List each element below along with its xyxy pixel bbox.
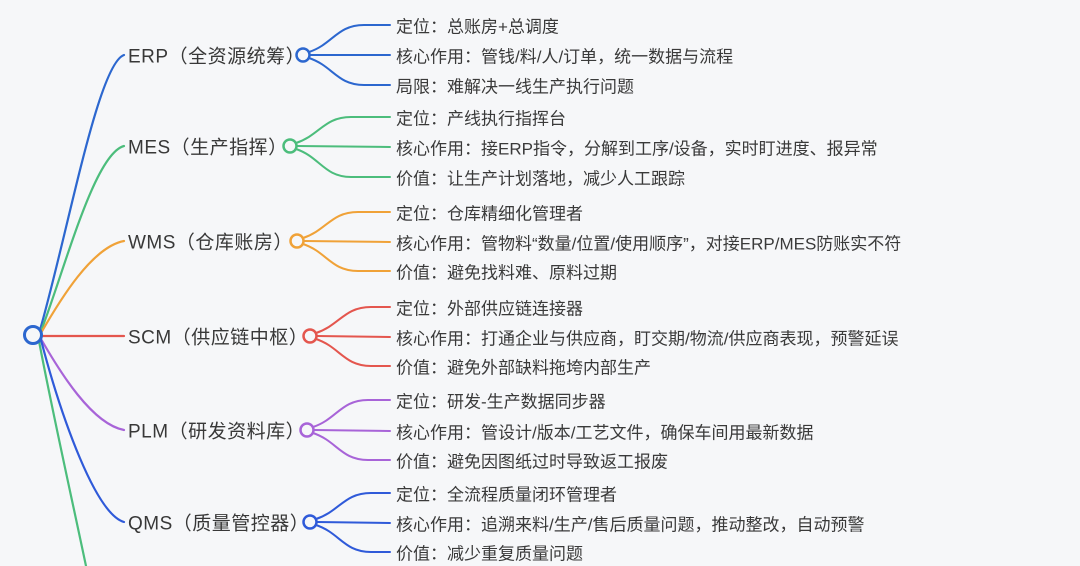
branch-label-plm[interactable]: PLM（研发资料库） bbox=[128, 421, 306, 443]
branch-label-mes[interactable]: MES（生产指挥） bbox=[128, 137, 288, 159]
leaf-text-mes-core-function[interactable]: 核心作用：接ERP指令，分解到工序/设备，实时盯进度、报异常 bbox=[396, 139, 878, 159]
leaf-link-scm-0 bbox=[315, 306, 391, 334]
leaf-link-wms-2 bbox=[302, 243, 391, 272]
branch-label-wms[interactable]: WMS（仓库账房） bbox=[128, 232, 293, 254]
branch-node-circle-scm[interactable] bbox=[302, 328, 318, 344]
branch-link-plm bbox=[39, 337, 126, 432]
leaf-text-scm-value[interactable]: 价值：避免外部缺料拖垮内部生产 bbox=[396, 358, 651, 378]
leaf-text-mes-value[interactable]: 价值：让生产计划落地，减少人工跟踪 bbox=[396, 169, 685, 189]
leaf-link-plm-1 bbox=[313, 429, 391, 432]
branch-link-qms bbox=[39, 338, 126, 524]
leaf-text-scm-core-function[interactable]: 核心作用：打通企业与供应商，盯交期/物流/供应商表现，预警延误 bbox=[396, 329, 899, 349]
leaf-link-scm-1 bbox=[316, 335, 391, 338]
leaf-link-mes-2 bbox=[295, 148, 391, 178]
leaf-text-plm-positioning[interactable]: 定位：研发-生产数据同步器 bbox=[396, 392, 606, 412]
leaf-text-qms-value[interactable]: 价值：减少重复质量问题 bbox=[396, 544, 583, 564]
leaf-link-wms-0 bbox=[302, 211, 391, 239]
leaf-text-wms-value[interactable]: 价值：避免找料难、原料过期 bbox=[396, 263, 617, 283]
leaf-text-erp-positioning[interactable]: 定位：总账房+总调度 bbox=[396, 17, 559, 37]
branch-link-offscreen bbox=[37, 339, 88, 566]
branch-link-mes bbox=[39, 144, 126, 333]
branch-label-scm[interactable]: SCM（供应链中枢） bbox=[128, 327, 309, 349]
leaf-text-scm-positioning[interactable]: 定位：外部供应链连接器 bbox=[396, 299, 583, 319]
branch-link-erp bbox=[38, 53, 126, 332]
leaf-link-mes-0 bbox=[295, 116, 391, 144]
leaf-text-wms-positioning[interactable]: 定位：仓库精细化管理者 bbox=[396, 204, 583, 224]
leaf-text-mes-positioning[interactable]: 定位：产线执行指挥台 bbox=[396, 109, 566, 129]
leaf-text-wms-core-function[interactable]: 核心作用：管物料“数量/位置/使用顺序”，对接ERP/MES防账实不符 bbox=[396, 234, 902, 254]
leaf-link-qms-1 bbox=[316, 521, 391, 524]
leaf-link-plm-0 bbox=[312, 399, 391, 428]
leaf-link-qms-0 bbox=[315, 492, 391, 520]
branch-link-wms bbox=[39, 239, 126, 335]
leaf-text-erp-core-function[interactable]: 核心作用：管钱/料/人/订单，统一数据与流程 bbox=[396, 47, 734, 67]
leaf-text-erp-limitation[interactable]: 局限：难解决一线生产执行问题 bbox=[396, 77, 634, 97]
leaf-text-qms-core-function[interactable]: 核心作用：追溯来料/生产/售后质量问题，推动整改，自动预警 bbox=[396, 515, 865, 535]
branch-node-circle-mes[interactable] bbox=[282, 138, 298, 154]
root-node-circle[interactable] bbox=[23, 325, 43, 345]
leaf-link-qms-2 bbox=[315, 524, 391, 553]
leaf-text-qms-positioning[interactable]: 定位：全流程质量闭环管理者 bbox=[396, 485, 617, 505]
branch-label-erp[interactable]: ERP（全资源统筹） bbox=[128, 46, 306, 68]
leaf-link-plm-2 bbox=[312, 432, 391, 461]
leaf-link-scm-2 bbox=[315, 338, 391, 367]
leaf-text-plm-value[interactable]: 价值：避免因图纸过时导致返工报废 bbox=[396, 452, 668, 472]
leaf-link-erp-0 bbox=[308, 24, 391, 53]
branch-node-circle-wms[interactable] bbox=[289, 233, 305, 249]
branch-node-circle-qms[interactable] bbox=[302, 514, 318, 530]
branch-node-circle-plm[interactable] bbox=[299, 422, 315, 438]
leaf-text-plm-core-function[interactable]: 核心作用：管设计/版本/工艺文件，确保车间用最新数据 bbox=[396, 423, 814, 443]
leaf-link-wms-1 bbox=[303, 240, 391, 243]
branch-label-qms[interactable]: QMS（质量管控器） bbox=[128, 513, 310, 535]
branch-node-circle-erp[interactable] bbox=[295, 47, 311, 63]
leaf-link-erp-2 bbox=[308, 57, 391, 86]
leaf-link-mes-1 bbox=[296, 145, 391, 148]
